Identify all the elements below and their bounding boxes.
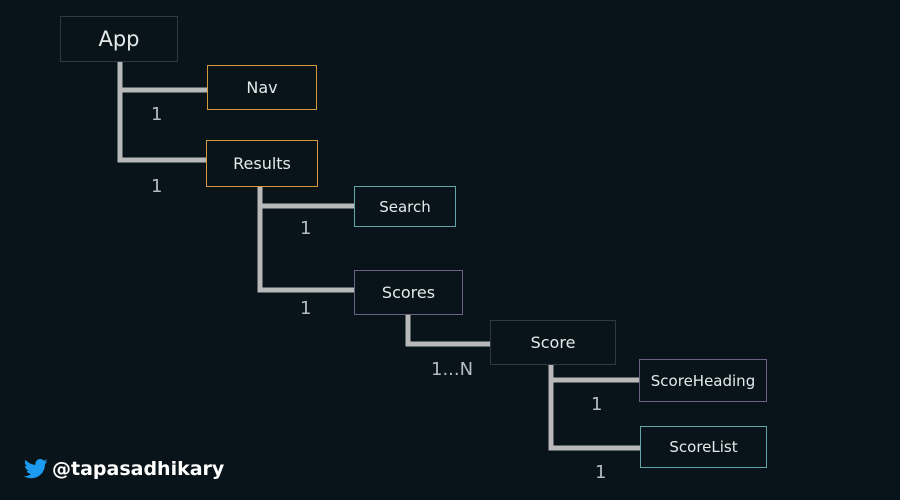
cardinality-results: 1 bbox=[151, 176, 163, 197]
cardinality-nav: 1 bbox=[151, 104, 163, 125]
cardinality-score-heading: 1 bbox=[591, 394, 603, 415]
connector-score-scorelist bbox=[548, 378, 640, 451]
node-search: Search bbox=[354, 186, 456, 227]
node-scores: Scores bbox=[354, 270, 463, 315]
node-nav: Nav bbox=[207, 65, 317, 110]
node-score: Score bbox=[490, 320, 616, 365]
cardinality-score-list: 1 bbox=[595, 462, 607, 483]
cardinality-search: 1 bbox=[300, 218, 312, 239]
connector-results-scores bbox=[257, 204, 354, 293]
author-handle[interactable]: @tapasadhikary bbox=[24, 458, 224, 480]
node-app: App bbox=[60, 16, 178, 62]
twitter-bird-icon bbox=[24, 459, 48, 479]
connector-score-heading bbox=[548, 365, 639, 383]
node-score-list: ScoreList bbox=[640, 426, 767, 468]
connector-app-nav bbox=[117, 62, 207, 93]
cardinality-scores: 1 bbox=[300, 298, 312, 319]
connector-scores-score bbox=[405, 315, 490, 347]
cardinality-score: 1...N bbox=[431, 359, 474, 380]
node-score-heading: ScoreHeading bbox=[639, 359, 767, 402]
node-results: Results bbox=[206, 140, 318, 187]
author-handle-text: @tapasadhikary bbox=[52, 458, 225, 480]
connector-app-results bbox=[117, 88, 206, 163]
connector-results-search bbox=[257, 187, 354, 209]
